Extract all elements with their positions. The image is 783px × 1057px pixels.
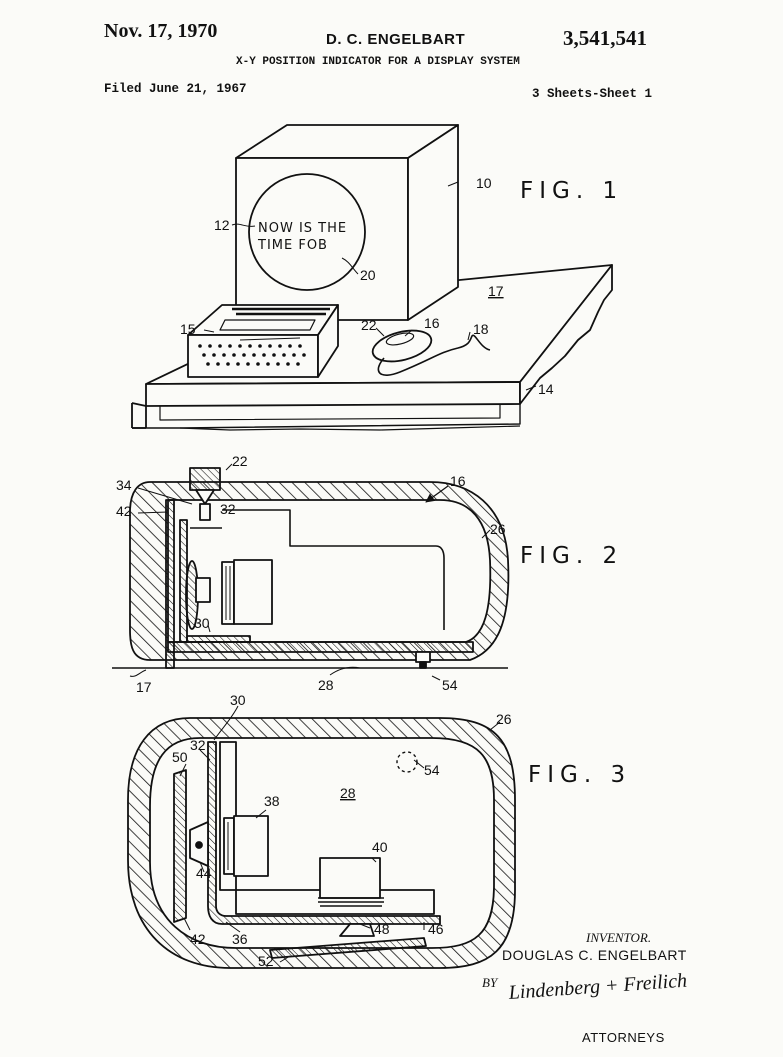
fig3-ref-42: 42 [190, 931, 206, 947]
fig3-ref-28: 28 [340, 785, 356, 801]
patent-date: Nov. 17, 1970 [104, 20, 218, 42]
patent-title: X-Y POSITION INDICATOR FOR A DISPLAY SYS… [236, 56, 520, 68]
attorneys-label: ATTORNEYS [582, 1030, 665, 1045]
fig3-ref-52: 52 [258, 953, 274, 969]
fig1-ref-15: 15 [180, 321, 196, 337]
fig1-ref-20: 20 [360, 267, 376, 283]
fig3-drawing [127, 705, 516, 969]
fig2-ref-26: 26 [490, 521, 506, 537]
fig2-ref-22: 22 [232, 453, 248, 469]
fig1-ref-14: 14 [538, 381, 554, 397]
fig2-ref-16: 16 [450, 473, 466, 489]
fig3-label: FIG. 3 [528, 762, 631, 788]
fig2-ref-30: 30 [194, 615, 210, 631]
fig1-ref-10: 10 [476, 175, 492, 191]
fig2-label: FIG. 2 [520, 543, 623, 569]
fig1-drawing [131, 124, 613, 431]
fig2-ref-54: 54 [442, 677, 458, 693]
fig2-ref-42: 42 [116, 503, 132, 519]
fig3-ref-44: 44 [196, 865, 212, 881]
fig3-ref-40: 40 [372, 839, 388, 855]
fig3-ref-32: 32 [190, 737, 206, 753]
fig2-ref-28: 28 [318, 677, 334, 693]
fig1-ref-17: 17 [488, 283, 504, 299]
sheet-info: 3 Sheets-Sheet 1 [532, 87, 653, 101]
inventor-label: INVENTOR. [586, 930, 652, 945]
fig3-ref-36: 36 [232, 931, 248, 947]
by-label: BY [482, 975, 498, 990]
fig1-label: FIG. 1 [520, 178, 623, 204]
fig3-ref-38: 38 [264, 793, 280, 809]
fig3-ref-48: 48 [374, 921, 390, 937]
fig1-ref-22: 22 [361, 317, 377, 333]
screen-text-line1: NOW IS THE [258, 221, 347, 236]
fig2-ref-34: 34 [116, 477, 132, 493]
patent-number: 3,541,541 [563, 26, 647, 50]
fig3-ref-50: 50 [172, 749, 188, 765]
fig2-drawing [112, 463, 510, 681]
fig1-ref-16: 16 [424, 315, 440, 331]
fig1-ref-18: 18 [473, 321, 489, 337]
screen-text-line2: TIME FOB [257, 238, 328, 253]
fig3-ref-30: 30 [230, 692, 246, 708]
fig2-ref-17: 17 [136, 679, 152, 695]
fig3-ref-46: 46 [428, 921, 444, 937]
filed-date: Filed June 21, 1967 [104, 82, 247, 96]
fig2-ref-32: 32 [220, 501, 236, 517]
fig3-ref-54: 54 [424, 762, 440, 778]
fig1-ref-12: 12 [214, 217, 230, 233]
inventor-header: D. C. ENGELBART [326, 31, 466, 48]
inventor-name: DOUGLAS C. ENGELBART [502, 947, 687, 963]
fig3-ref-26: 26 [496, 711, 512, 727]
